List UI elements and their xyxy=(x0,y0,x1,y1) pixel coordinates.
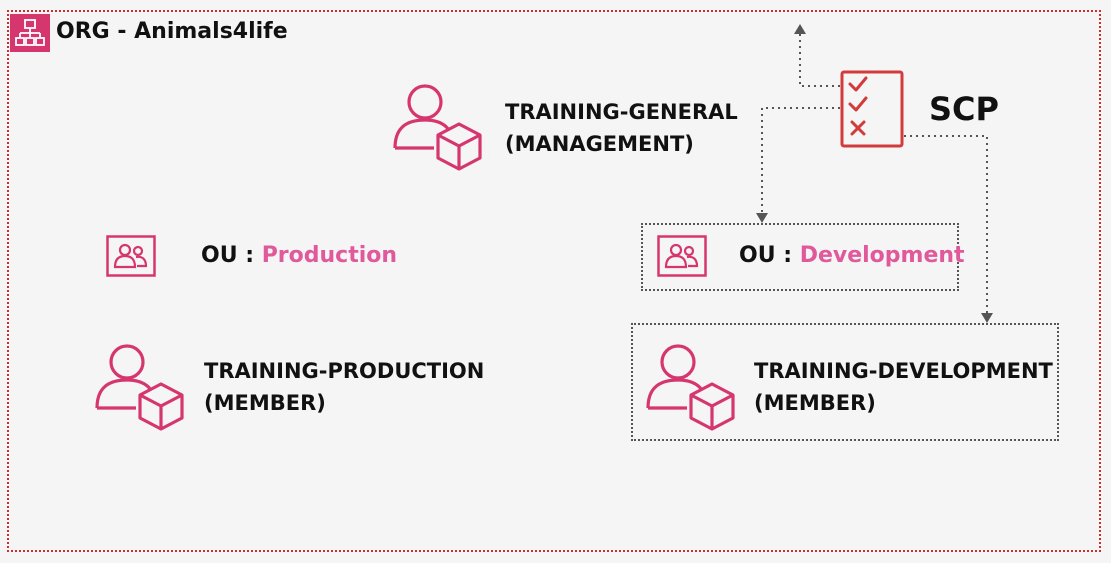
ou-production-label: OU : Production xyxy=(201,243,397,268)
arrowhead-down-ou xyxy=(756,213,768,223)
policy-checklist-icon xyxy=(840,70,904,148)
ou-group-icon xyxy=(106,235,156,277)
management-account-role: (MANAGEMENT) xyxy=(505,132,694,156)
connector-scp-to-ou-development xyxy=(761,107,840,214)
account-user-box-icon xyxy=(393,84,482,171)
ou-development-container xyxy=(641,223,959,291)
organization-icon xyxy=(10,14,50,52)
scp-label: SCP xyxy=(929,90,999,128)
account-user-box-icon xyxy=(646,344,735,431)
production-account-label: TRAINING-PRODUCTION (MEMBER) xyxy=(204,355,484,419)
ou-prefix: OU : xyxy=(739,243,800,268)
development-account-label: TRAINING-DEVELOPMENT (MEMBER) xyxy=(754,355,1053,419)
ou-development-label: OU : Development xyxy=(739,243,965,268)
connector-scp-to-org xyxy=(799,34,840,87)
management-account-name: TRAINING-GENERAL xyxy=(505,100,738,124)
account-user-box-icon xyxy=(95,344,184,431)
ou-group-icon xyxy=(657,235,707,277)
development-account-name: TRAINING-DEVELOPMENT xyxy=(754,359,1053,383)
arrowhead-up xyxy=(794,24,806,34)
organization-boundary xyxy=(7,10,1101,552)
ou-prefix: OU : xyxy=(201,243,262,268)
organization-title: ORG - Animals4life xyxy=(56,19,288,44)
management-account-label: TRAINING-GENERAL (MANAGEMENT) xyxy=(505,96,738,160)
arrowhead-down-account xyxy=(981,313,993,323)
production-account-name: TRAINING-PRODUCTION xyxy=(204,359,485,383)
ou-production-name: Production xyxy=(261,243,398,268)
production-account-role: (MEMBER) xyxy=(204,391,326,415)
ou-development-name: Development xyxy=(799,243,965,268)
development-account-container xyxy=(631,323,1059,441)
development-account-role: (MEMBER) xyxy=(754,391,876,415)
